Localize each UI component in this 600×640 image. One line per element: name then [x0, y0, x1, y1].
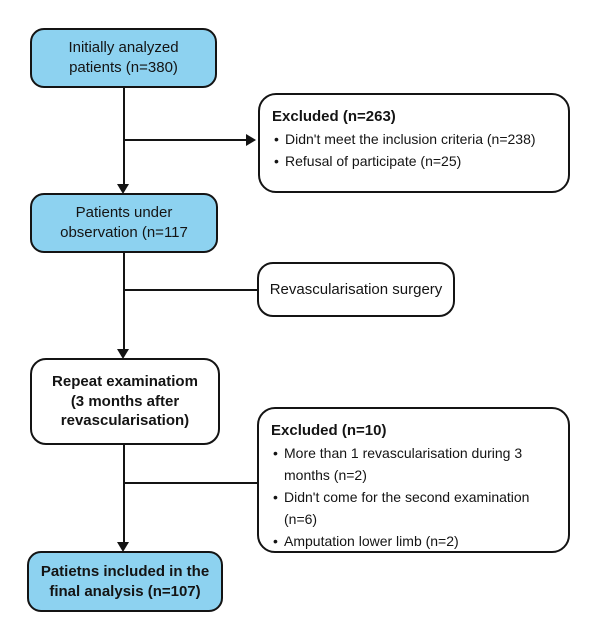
- connector-repeat-to-final: [123, 445, 125, 543]
- excluded-10-item: Amputation lower limb (n=2): [271, 530, 556, 552]
- arrowhead-down-repeat: [117, 349, 129, 359]
- excluded-10-item: Didn't come for the second examination (…: [271, 486, 556, 530]
- node-revascularisation-surgery-label: Revascularisation surgery: [269, 280, 443, 298]
- node-initially-analyzed-label: Initially analyzed patients (n=380): [68, 39, 179, 76]
- connector-observation-to-repeat: [123, 253, 125, 350]
- excluded-263-item: Didn't meet the inclusion criteria (n=23…: [272, 128, 556, 150]
- excluded-263-title: Excluded (n=263): [272, 108, 396, 125]
- arrowhead-right-excluded-263: [246, 134, 256, 146]
- node-patients-under-observation-label: Patients under observation (n=117: [60, 204, 188, 241]
- node-repeat-examination: Repeat examinatiom (3 months after revas…: [30, 358, 220, 445]
- node-revascularisation-surgery: Revascularisation surgery: [257, 262, 455, 317]
- node-excluded-10: Excluded (n=10) More than 1 revascularis…: [257, 407, 570, 553]
- node-repeat-examination-label: Repeat examinatiom (3 months after revas…: [52, 372, 198, 430]
- node-initially-analyzed: Initially analyzed patients (n=380): [30, 28, 217, 88]
- excluded-10-title: Excluded (n=10): [271, 422, 387, 439]
- node-final-analysis-label: Patietns included in the final analysis …: [40, 562, 210, 600]
- connector-branch-surgery: [124, 289, 257, 291]
- arrowhead-down-final: [117, 542, 129, 552]
- excluded-263-list: Didn't meet the inclusion criteria (n=23…: [272, 128, 556, 172]
- arrowhead-down-observation: [117, 184, 129, 194]
- excluded-263-item: Refusal of participate (n=25): [272, 150, 556, 172]
- node-excluded-263: Excluded (n=263) Didn't meet the inclusi…: [258, 93, 570, 193]
- excluded-10-list: More than 1 revascularisation during 3 m…: [271, 442, 556, 552]
- node-final-analysis: Patietns included in the final analysis …: [27, 551, 223, 612]
- connector-branch-excluded-263: [124, 139, 247, 141]
- excluded-10-item: More than 1 revascularisation during 3 m…: [271, 442, 556, 486]
- connector-initial-to-observation: [123, 87, 125, 185]
- node-patients-under-observation: Patients under observation (n=117: [30, 193, 218, 253]
- connector-branch-excluded-10: [124, 482, 257, 484]
